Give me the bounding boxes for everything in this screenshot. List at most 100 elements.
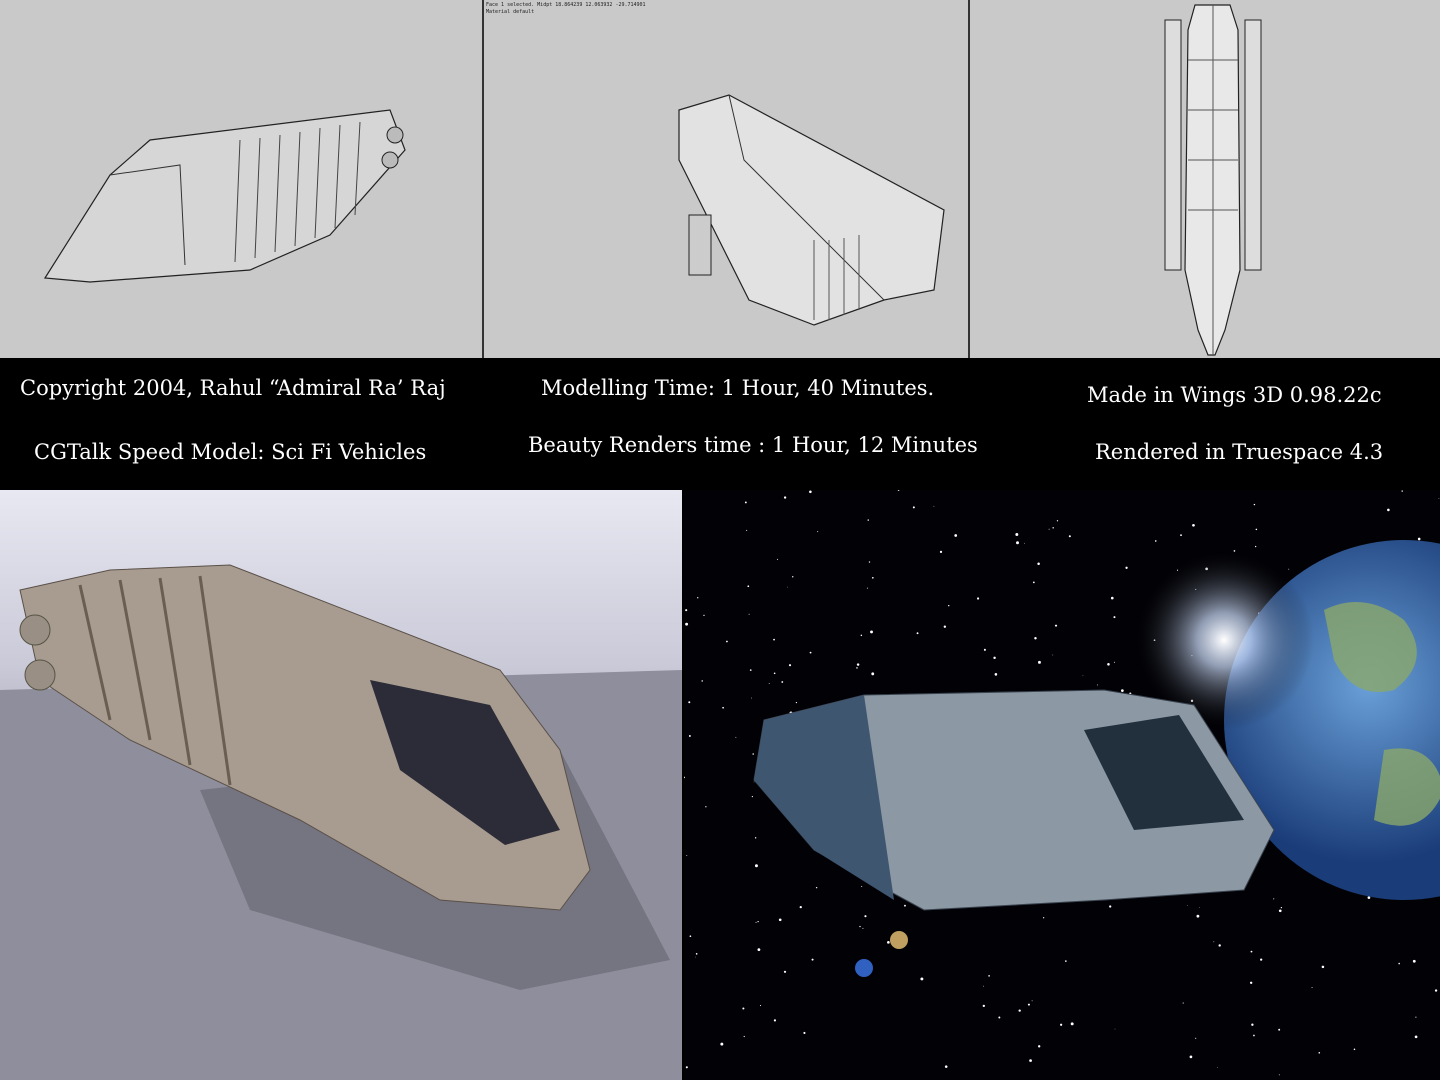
star [1251, 1023, 1254, 1026]
star [686, 855, 688, 856]
star [1107, 663, 1110, 666]
star [1434, 989, 1438, 992]
star [933, 505, 935, 507]
star [1109, 905, 1112, 908]
wireframe-viewport-perspective [0, 0, 484, 358]
star [684, 776, 685, 779]
star [751, 795, 753, 798]
copyright-caption: Copyright 2004, Rahul “Admiral Ra’ Raj [20, 376, 446, 400]
star [783, 496, 787, 499]
contest-caption: CGTalk Speed Model: Sci Fi Vehicles [34, 440, 427, 464]
star [757, 948, 761, 952]
star [754, 837, 757, 839]
made-in-caption: Made in Wings 3D 0.98.22c [1087, 383, 1382, 407]
status-line: Face 1 selected. Midpt 18.864239 12.0639… [486, 2, 646, 8]
star [1114, 1028, 1116, 1030]
star [1278, 1074, 1280, 1076]
wireframe-viewport-top-perspective: Face 1 selected. Midpt 18.864239 12.0639… [484, 0, 970, 358]
star [773, 672, 776, 675]
star [1070, 1022, 1074, 1026]
star [759, 1004, 762, 1007]
star [1180, 534, 1182, 537]
star [787, 586, 788, 588]
star [993, 656, 996, 660]
star [722, 706, 724, 709]
star [870, 630, 873, 634]
star [1034, 637, 1037, 640]
star [856, 663, 860, 666]
star [803, 1031, 806, 1035]
star [751, 697, 752, 699]
star [1182, 1002, 1184, 1004]
star [1438, 498, 1440, 499]
star [720, 1042, 724, 1046]
star [1032, 581, 1035, 584]
star [860, 634, 863, 637]
star [1249, 981, 1253, 984]
star [743, 1035, 745, 1038]
star [982, 1004, 985, 1008]
star [1027, 1003, 1030, 1006]
star [867, 519, 869, 521]
star [1043, 917, 1045, 919]
star [983, 985, 985, 987]
rendered-ship-studio [0, 564, 682, 1080]
star [703, 614, 705, 617]
star [773, 638, 775, 641]
star [1367, 896, 1371, 899]
star [868, 561, 871, 563]
star [983, 648, 986, 651]
star [944, 1065, 948, 1068]
star [1048, 528, 1050, 530]
star [916, 632, 919, 635]
star [943, 625, 947, 628]
star [688, 735, 691, 737]
star [1253, 1034, 1255, 1037]
star [1278, 1028, 1281, 1031]
star [1052, 527, 1054, 529]
star [749, 669, 752, 671]
star [754, 864, 758, 868]
star [1015, 533, 1019, 536]
star [1254, 545, 1257, 548]
star [752, 753, 754, 755]
star [1253, 503, 1256, 506]
star [695, 953, 698, 955]
star [1250, 950, 1253, 953]
star [1196, 914, 1200, 918]
star [1398, 962, 1400, 965]
star [1318, 1052, 1321, 1054]
star [1060, 1023, 1063, 1026]
star [1114, 661, 1116, 663]
render-time-caption: Beauty Renders time : 1 Hour, 12 Minutes [528, 433, 978, 457]
star [866, 587, 868, 589]
star [742, 1007, 745, 1010]
star [897, 490, 900, 491]
star [799, 906, 802, 909]
star [695, 956, 696, 958]
star [1056, 520, 1059, 522]
star [998, 1016, 1001, 1019]
star [1052, 654, 1054, 656]
star [1068, 535, 1071, 538]
star [856, 667, 858, 669]
star [1038, 660, 1041, 664]
star [1412, 959, 1416, 963]
star [1417, 537, 1421, 541]
star [744, 501, 747, 504]
star [939, 550, 943, 553]
wireframe-viewport-top [970, 0, 1440, 358]
star [1029, 1059, 1032, 1062]
star [757, 921, 759, 923]
star [747, 585, 750, 588]
star [1192, 523, 1195, 527]
star [1311, 987, 1313, 988]
star [1018, 1009, 1021, 1012]
star [1217, 1067, 1218, 1068]
rendered-in-caption: Rendered in Truespace 4.3 [1095, 440, 1384, 464]
wireframe-ship-front [678, 94, 945, 326]
star [864, 915, 867, 918]
star [1024, 542, 1025, 544]
star [685, 609, 688, 612]
star [788, 664, 792, 667]
